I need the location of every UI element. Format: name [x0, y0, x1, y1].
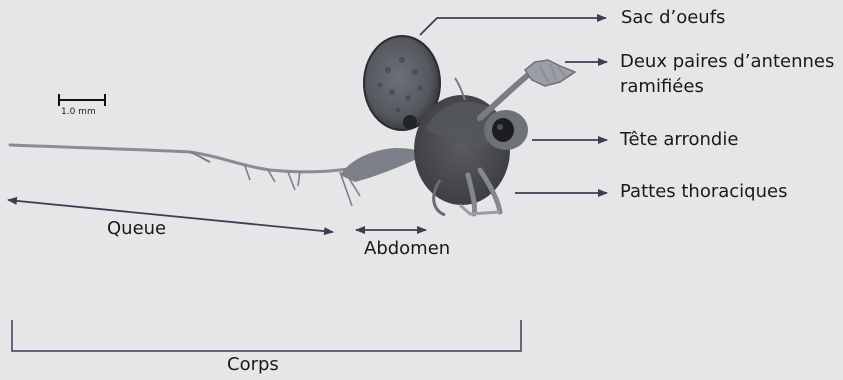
legs-label: Pattes thoraciques	[620, 181, 787, 203]
head-label: Tête arrondie	[620, 129, 738, 151]
scale-bar-label: 1.0 mm	[61, 107, 96, 117]
antennae-label-line2: ramifiées	[620, 76, 704, 98]
scale-bar	[59, 94, 105, 106]
tail-filament	[10, 145, 355, 172]
body-bracket	[12, 320, 521, 351]
egg-sac-arrow	[420, 18, 606, 35]
tail-label: Queue	[107, 218, 166, 240]
eye	[492, 118, 514, 142]
specimen-illustration	[10, 36, 575, 215]
abdomen-segment	[340, 148, 425, 182]
egg-sac-label: Sac d’oeufs	[621, 7, 725, 29]
antennae-label-line1: Deux paires d’antennes	[620, 51, 834, 73]
tail-span-arrow	[8, 200, 333, 232]
antenna-tips	[525, 60, 575, 86]
abdomen-label: Abdomen	[364, 238, 450, 260]
body-label: Corps	[227, 354, 279, 376]
